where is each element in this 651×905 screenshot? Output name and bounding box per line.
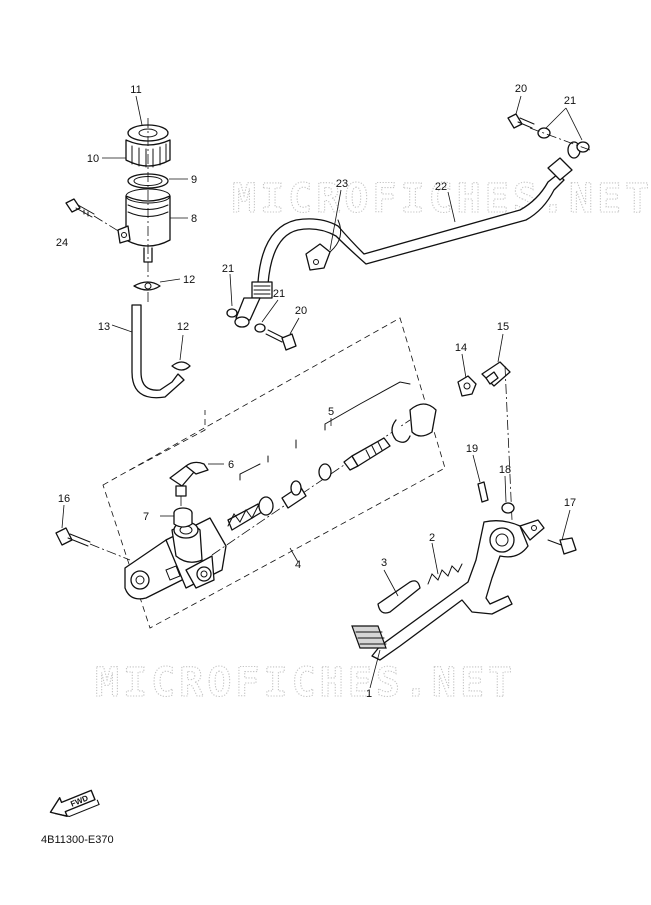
hose-upper-fitting xyxy=(547,157,573,181)
screw-24 xyxy=(65,198,121,233)
diagram-code: 4B11300-E370 xyxy=(41,834,114,846)
callout-5: 5 xyxy=(328,406,334,418)
master-cylinder-body xyxy=(124,517,227,600)
reservoir-mount-tab xyxy=(117,225,131,244)
rod-end-15 xyxy=(481,361,513,521)
callout-13: 13 xyxy=(98,321,110,333)
cotter-pin-19 xyxy=(477,481,489,503)
dust-boot xyxy=(409,403,437,437)
callout-9: 9 xyxy=(191,174,197,186)
hose-joint-6 xyxy=(169,461,209,508)
brake-pedal-1 xyxy=(351,519,545,661)
callouts: 1 2 3 4 5 6 7 8 9 10 11 12 12 13 14 15 1… xyxy=(56,83,576,700)
callout-21-lower: 21 xyxy=(273,288,285,300)
watermark-bottom: MICROFICHES.NET xyxy=(95,660,516,706)
pedal-spring-2 xyxy=(427,563,463,585)
banjo-eye-lower xyxy=(234,316,250,328)
watermark-top: MICROFICHES.NET xyxy=(232,176,651,222)
callout-4: 4 xyxy=(295,559,301,571)
assembly-outline-link xyxy=(129,410,206,471)
callout-1: 1 xyxy=(366,688,372,700)
push-rod xyxy=(351,437,391,467)
callout-12-upper: 12 xyxy=(183,274,195,286)
callout-12-lower: 12 xyxy=(177,321,189,333)
callout-8: 8 xyxy=(191,213,197,225)
bolt-16 xyxy=(55,527,131,561)
callout-21-upper: 21 xyxy=(564,95,576,107)
callout-23: 23 xyxy=(336,178,348,190)
washer-18 xyxy=(501,502,515,514)
piston-kit-5 xyxy=(227,381,437,531)
secondary-cup xyxy=(318,463,332,481)
gasket-lower-2 xyxy=(254,323,266,333)
callout-14: 14 xyxy=(455,342,467,354)
callout-21-mid: 21 xyxy=(222,263,234,275)
seal-7 xyxy=(173,507,193,528)
callout-16: 16 xyxy=(58,493,70,505)
pedal-pad xyxy=(351,625,387,649)
nut-14 xyxy=(457,375,477,397)
primary-cup xyxy=(258,496,274,516)
callout-15: 15 xyxy=(497,321,509,333)
gasket-upper-2 xyxy=(576,141,590,153)
circlip xyxy=(391,419,411,443)
callout-7: 7 xyxy=(143,511,149,523)
union-bolt-upper xyxy=(507,113,535,129)
callout-3: 3 xyxy=(381,557,387,569)
pedal-collar-3 xyxy=(377,580,421,614)
callout-17: 17 xyxy=(564,497,576,509)
callout-10: 10 xyxy=(87,153,99,165)
brake-hose-22 xyxy=(234,141,581,328)
reservoir-cap xyxy=(125,139,171,167)
callout-2: 2 xyxy=(429,532,435,544)
callout-11: 11 xyxy=(130,84,141,96)
union-bolt-lower xyxy=(265,329,297,351)
hose-bracket-23 xyxy=(305,219,342,271)
hose-clip-lower xyxy=(171,361,191,371)
reservoir-tank-group xyxy=(117,118,171,280)
fwd-arrow-icon: FWD xyxy=(49,789,100,818)
callout-20-lower: 20 xyxy=(295,305,307,317)
leader-lines xyxy=(61,95,583,689)
reservoir-hose xyxy=(131,304,185,399)
gasket-lower-1 xyxy=(226,308,238,318)
callout-6: 6 xyxy=(228,459,234,471)
callout-18: 18 xyxy=(499,464,511,476)
callout-22: 22 xyxy=(435,181,447,193)
callout-24: 24 xyxy=(56,237,68,249)
callout-20-upper: 20 xyxy=(515,83,527,95)
pivot-bolt-17 xyxy=(547,537,577,555)
hose-clip-upper xyxy=(133,281,161,291)
callout-19: 19 xyxy=(466,443,478,455)
